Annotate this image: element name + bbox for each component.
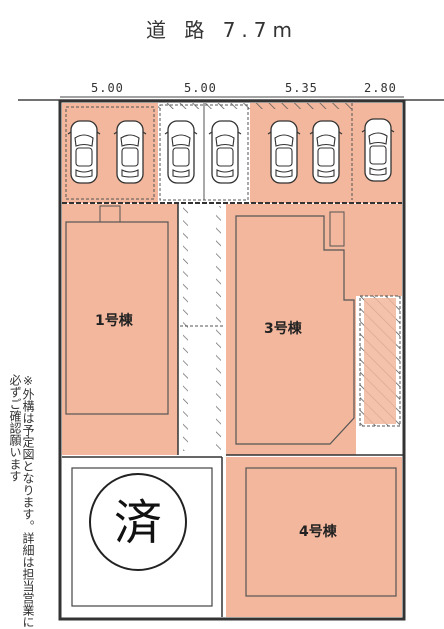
frontage-dimension: 5.00 bbox=[184, 81, 217, 95]
lot-1 bbox=[62, 204, 179, 455]
car-icon bbox=[208, 120, 242, 184]
frontage-dimension: 2.80 bbox=[364, 81, 397, 95]
side-passage bbox=[356, 204, 402, 427]
sold-mark: 済 bbox=[113, 495, 162, 551]
lot-4-label: 4号棟 bbox=[299, 524, 337, 540]
passage bbox=[180, 204, 224, 455]
lot-3 bbox=[226, 204, 356, 455]
car-icon bbox=[67, 120, 101, 184]
lot-2-sold bbox=[62, 456, 223, 617]
car-icon bbox=[164, 120, 198, 184]
road-label: 道 路 7.7m bbox=[145, 18, 298, 42]
site-boundary bbox=[58, 99, 406, 621]
lot-4 bbox=[226, 457, 402, 617]
lot-1-label: 1号棟 bbox=[95, 313, 133, 329]
frontage-dimension: 5.00 bbox=[91, 81, 124, 95]
lot-3-label: 3号棟 bbox=[264, 321, 302, 337]
car-icon bbox=[361, 118, 395, 182]
car-icon bbox=[113, 120, 147, 184]
car-icon bbox=[267, 120, 301, 184]
frontage-dimension: 5.35 bbox=[285, 81, 318, 95]
disclaimer-note: ※外構は予定図となります。詳細は担当営業に必ずご確認願います bbox=[8, 374, 35, 628]
car-icon bbox=[309, 120, 343, 184]
